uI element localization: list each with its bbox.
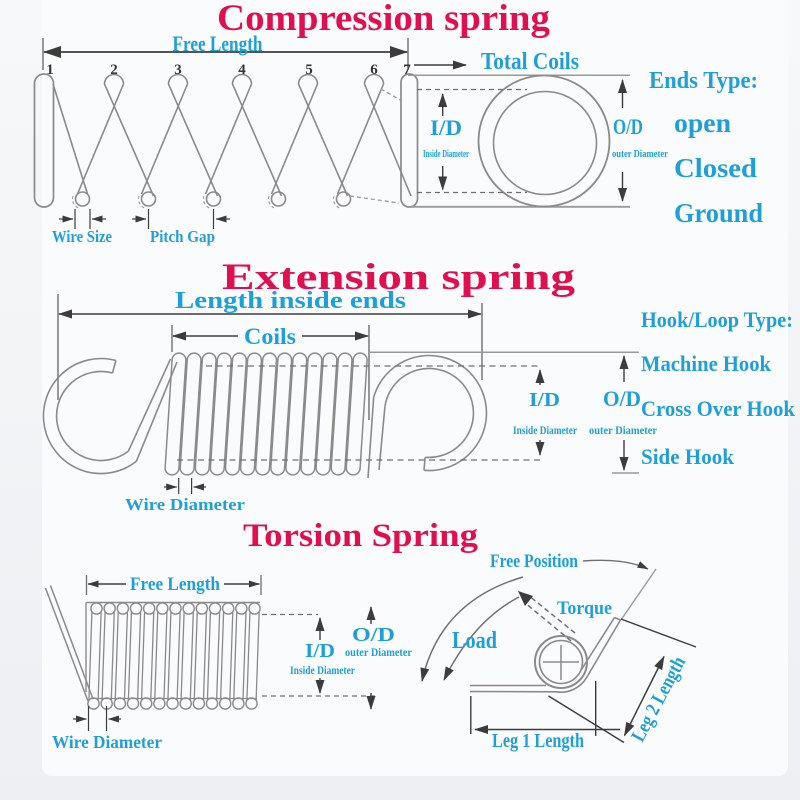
svg-text:3: 3 — [174, 62, 182, 78]
svg-text:Leg 1 Length: Leg 1 Length — [492, 730, 584, 752]
svg-text:I/D: I/D — [529, 389, 560, 411]
svg-text:I/D: I/D — [305, 640, 335, 662]
svg-text:Ground: Ground — [674, 198, 763, 228]
svg-text:open: open — [674, 108, 731, 138]
svg-text:Length inside ends: Length inside ends — [175, 288, 406, 314]
svg-text:O/D: O/D — [352, 624, 395, 646]
svg-text:Compression spring: Compression spring — [217, 0, 551, 39]
svg-text:Inside Diameter: Inside Diameter — [513, 425, 577, 437]
svg-text:6: 6 — [370, 62, 378, 78]
svg-text:Side Hook: Side Hook — [641, 444, 735, 469]
svg-text:Inside Diameter: Inside Diameter — [290, 665, 355, 677]
svg-text:Ends Type:: Ends Type: — [649, 68, 758, 94]
svg-text:Total Coils: Total Coils — [481, 49, 579, 75]
svg-text:Closed: Closed — [674, 153, 757, 183]
svg-text:Inside Diameter: Inside Diameter — [423, 149, 469, 160]
svg-text:Wire Diameter: Wire Diameter — [125, 495, 245, 514]
svg-text:Wire Size: Wire Size — [52, 227, 112, 246]
svg-text:Hook/Loop Type:: Hook/Loop Type: — [641, 307, 793, 332]
svg-text:4: 4 — [238, 62, 246, 78]
svg-text:Free Position: Free Position — [490, 551, 578, 572]
svg-text:Cross Over Hook: Cross Over Hook — [641, 396, 796, 421]
svg-text:5: 5 — [305, 62, 313, 78]
svg-text:outer Diameter: outer Diameter — [345, 647, 412, 659]
svg-text:O/D: O/D — [603, 386, 641, 411]
svg-text:1: 1 — [46, 62, 54, 78]
svg-text:Torque: Torque — [557, 598, 612, 619]
svg-text:Load: Load — [452, 628, 498, 654]
svg-text:Pitch Gap: Pitch Gap — [150, 227, 215, 246]
svg-text:Coils: Coils — [244, 324, 296, 349]
svg-text:outer Diameter: outer Diameter — [589, 423, 658, 437]
svg-text:Free Length: Free Length — [130, 574, 220, 595]
svg-text:Wire Diameter: Wire Diameter — [52, 732, 162, 752]
svg-text:2: 2 — [110, 62, 118, 78]
svg-text:I/D: I/D — [430, 115, 462, 140]
svg-text:7: 7 — [403, 62, 411, 78]
svg-text:Extension spring: Extension spring — [222, 257, 576, 298]
svg-text:Machine Hook: Machine Hook — [641, 351, 772, 376]
svg-text:Free Length: Free Length — [173, 31, 263, 56]
svg-text:outer Diameter: outer Diameter — [612, 149, 668, 160]
svg-text:Torsion Spring: Torsion Spring — [243, 518, 479, 554]
svg-text:O/D: O/D — [613, 114, 643, 139]
